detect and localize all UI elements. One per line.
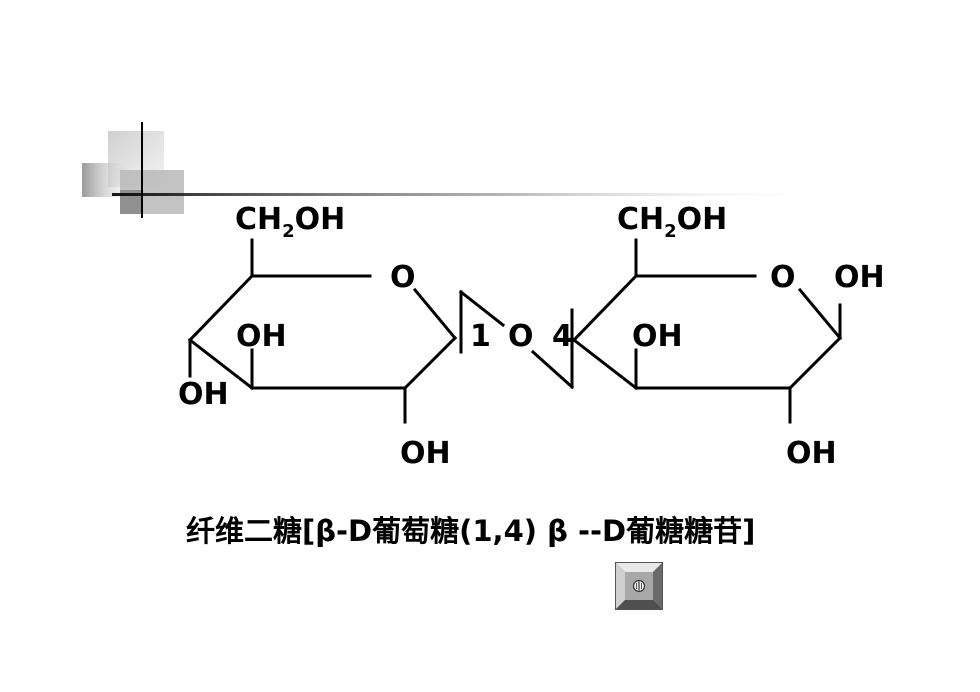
label-link-carbon-4: 4 [552, 319, 573, 354]
label-oh-c2-right: OH [786, 436, 837, 471]
label-oh-anomeric-right: OH [834, 260, 885, 295]
label-link-carbon-1: 1 [470, 319, 491, 354]
label-ch2oh-right: CH2OH [617, 202, 727, 242]
glycosidic-linkage [458, 289, 575, 390]
right-glucose-ring [571, 238, 843, 424]
label-ring-oxygen-right: O [770, 260, 796, 295]
left-glucose-ring [187, 238, 458, 424]
label-ring-oxygen-left: O [390, 260, 416, 295]
header-rule [112, 193, 832, 196]
label-link-oxygen: O [508, 319, 534, 354]
label-oh-c3-left: OH [236, 319, 287, 354]
label-ch2oh-left: CH2OH [235, 202, 345, 242]
home-button-icon[interactable] [615, 562, 663, 610]
label-oh-c2-left: OH [400, 436, 451, 471]
label-oh-c4-left: OH [178, 377, 229, 412]
caption-text: 纤维二糖[β-D葡萄糖(1,4) β --D葡糖糖苷] [186, 514, 756, 548]
header-ornament [82, 122, 832, 218]
label-oh-c3-right: OH [632, 319, 683, 354]
